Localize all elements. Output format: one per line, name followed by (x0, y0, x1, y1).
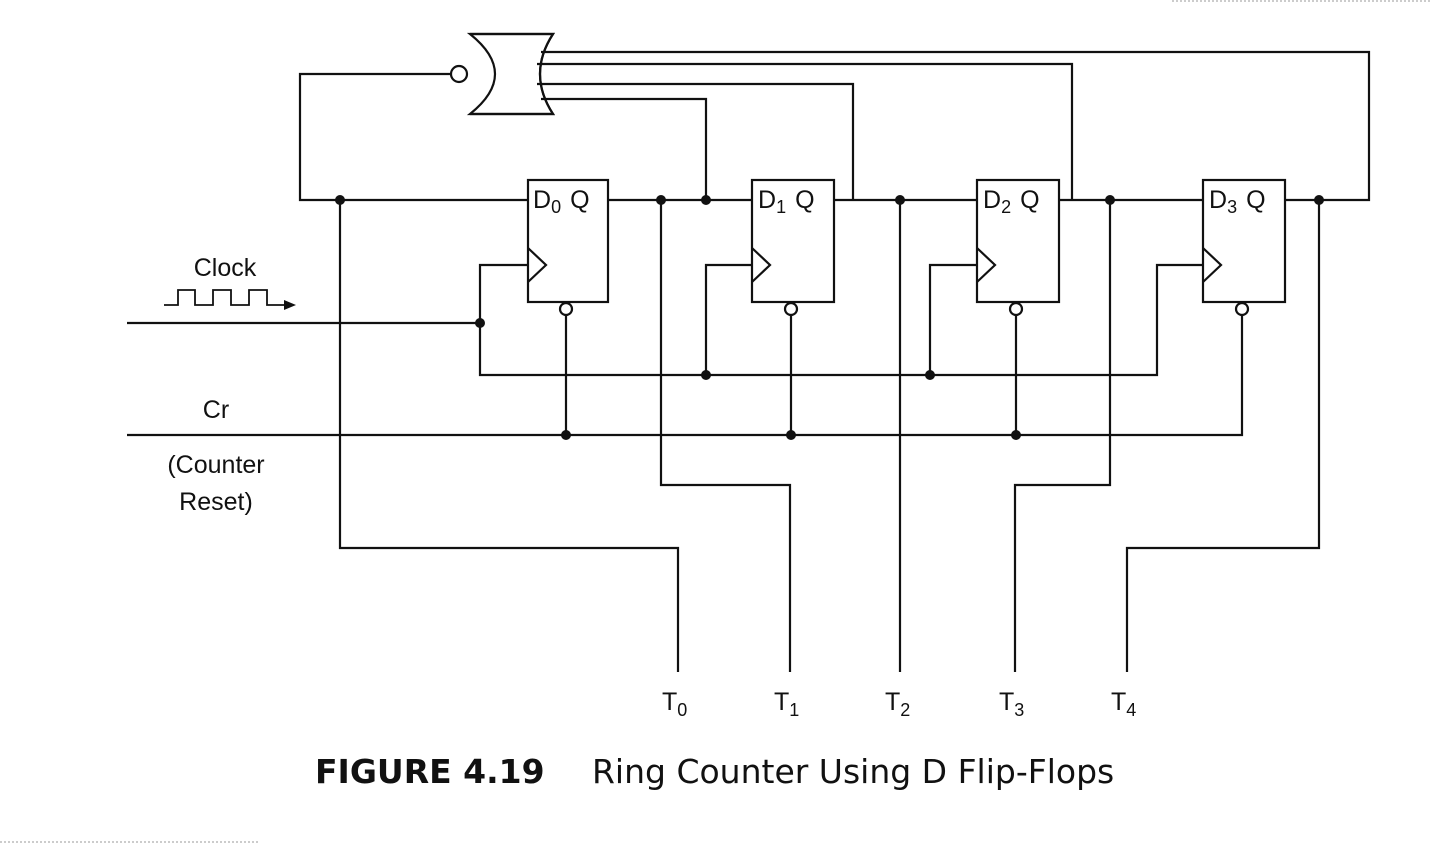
flip-flop-d3 (1201, 178, 1287, 304)
reset-bus-wire (127, 315, 1244, 437)
junction-dot (786, 430, 796, 440)
clock-triangle-d0 (527, 247, 548, 283)
nor-input-q0 (541, 97, 708, 200)
reset-desc-line1: (Counter (167, 451, 264, 479)
junction-dot (475, 318, 485, 328)
clock-to-d2-wire (928, 263, 977, 375)
reset-bubble-d0 (558, 301, 574, 317)
output-t0-wire (338, 200, 680, 672)
flip-flop-d2 (975, 178, 1061, 304)
output-t1-wire (659, 200, 792, 672)
clock-waveform-icon (164, 289, 288, 306)
clock-bus-wire (478, 263, 1203, 377)
output-t0-label: T0 (662, 688, 687, 720)
junction-dot (925, 370, 935, 380)
clock-triangle-d1 (751, 247, 772, 283)
reset-label: Cr (203, 396, 229, 424)
output-t3-wire (1013, 200, 1112, 672)
junction-dot (1105, 195, 1115, 205)
figure-caption: Ring Counter Using D Flip-Flops (592, 752, 1114, 791)
nor-gate-body-fix (470, 32, 556, 116)
reset-desc-line2: Reset) (179, 488, 253, 516)
output-t3-label: T3 (999, 688, 1024, 720)
junction-dot (561, 430, 571, 440)
output-t1-label: T1 (774, 688, 799, 720)
clock-triangle-d2 (976, 247, 997, 283)
reset-bubble-d3 (1234, 301, 1250, 317)
junction-dot (335, 195, 345, 205)
reset-bubble-d1 (783, 301, 799, 317)
clock-triangle-d3 (1202, 247, 1223, 283)
output-t4-label: T4 (1111, 688, 1136, 720)
clock-arrow-icon (284, 300, 296, 310)
clock-label: Clock (194, 254, 257, 282)
junction-dot (895, 195, 905, 205)
junction-dot (1314, 195, 1324, 205)
clock-to-d1-wire (704, 263, 752, 375)
flip-flop-d0 (526, 178, 610, 304)
junction-dot (1011, 430, 1021, 440)
junction-dot (656, 195, 666, 205)
nor-to-d0-wire (298, 72, 528, 202)
output-t4-wire (1125, 200, 1321, 672)
reset-bubble-d2 (1008, 301, 1024, 317)
nor-output-bubble (449, 64, 469, 84)
nor-input-q2 (537, 62, 1074, 200)
nor-input-q3 (541, 50, 1371, 202)
junction-dot (701, 195, 711, 205)
figure-number: FIGURE 4.19 (315, 752, 545, 791)
junction-dot (701, 370, 711, 380)
nor-input-q1 (537, 82, 855, 200)
flip-flop-d1 (750, 178, 836, 304)
output-t2-label: T2 (885, 688, 910, 720)
